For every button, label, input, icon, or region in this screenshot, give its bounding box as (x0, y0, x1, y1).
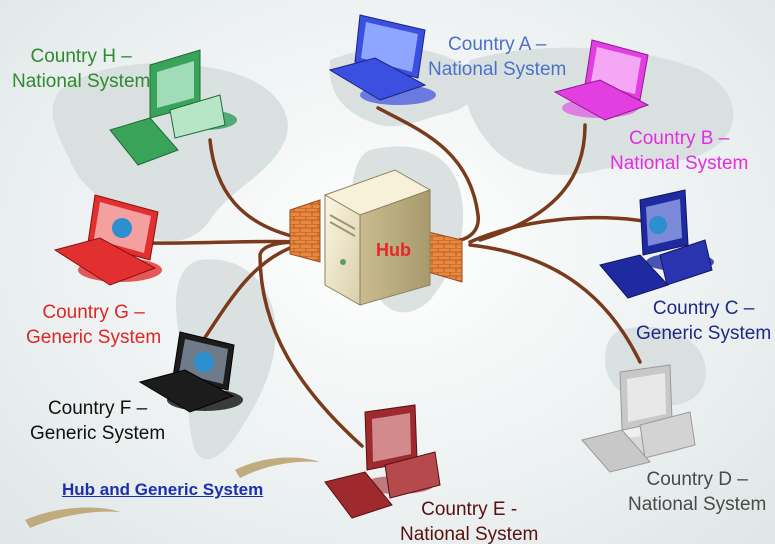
label-country-c: Country C – Generic System (636, 296, 771, 346)
label-country-a-line2: National System (428, 59, 567, 80)
label-country-f-line2: Generic System (30, 423, 166, 444)
laptop-icon-country-b (553, 39, 650, 121)
label-country-d-line2: National System (628, 494, 767, 515)
laptop-icon-country-g (53, 194, 162, 286)
label-country-e: Country E - National System (400, 497, 538, 544)
hub-server (323, 169, 432, 306)
cables (148, 106, 652, 448)
label-country-d: Country D – National System (628, 467, 766, 517)
label-country-h-line2: National System (12, 71, 151, 92)
desktop-icon-country-d (581, 364, 696, 473)
label-country-f-line1: Country F – (47, 398, 148, 419)
label-country-b-line2: National System (610, 153, 749, 174)
laptop-icon-country-a (328, 14, 436, 105)
label-country-f: Country F – Generic System (30, 396, 165, 446)
label-country-a: Country A – National System (428, 32, 566, 82)
label-country-d-line1: Country D – (646, 469, 748, 490)
diagram-title-link[interactable]: Hub and Generic System (62, 480, 264, 499)
cable-f (198, 246, 292, 347)
cable-h (208, 138, 302, 240)
hub-label: Hub (376, 240, 411, 260)
cable-d (468, 243, 642, 364)
label-country-g-line2: Generic System (26, 327, 162, 348)
desktop-icon-country-h (109, 49, 237, 166)
cable-e (258, 240, 364, 448)
cable-c (468, 215, 652, 244)
label-country-c-line1: Country C – (652, 298, 755, 319)
desktop-icon-country-e (324, 404, 441, 519)
label-country-h-line1: Country H – (30, 46, 132, 67)
label-country-g-line1: Country G – (42, 302, 145, 323)
desktop-icon-country-c (599, 189, 714, 299)
cable-a (376, 106, 480, 242)
label-country-b: Country B – National System (610, 126, 748, 176)
label-country-g: Country G – Generic System (26, 300, 161, 350)
label-country-e-line1: Country E - (421, 499, 518, 520)
laptop-icon-country-f (138, 331, 243, 413)
label-country-b-line1: Country B – (629, 128, 730, 149)
cable-g (148, 239, 300, 245)
firewall-left (289, 199, 321, 263)
label-country-h: Country H – National System (12, 44, 150, 94)
label-country-e-line2: National System (400, 524, 539, 544)
label-country-a-line1: Country A – (448, 34, 547, 55)
label-country-c-line2: Generic System (636, 323, 772, 344)
decorative-swoosh (25, 457, 320, 528)
